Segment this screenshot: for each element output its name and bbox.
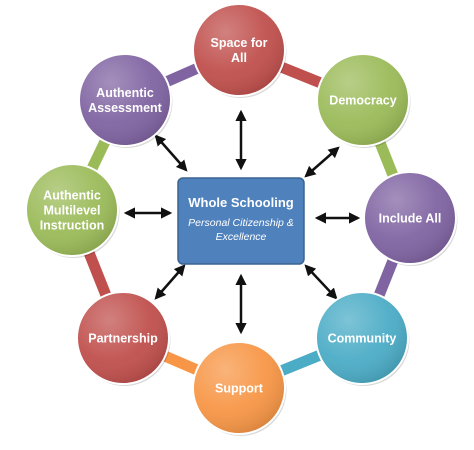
node-label: Include All — [379, 212, 442, 226]
node-label: Assessment — [88, 101, 162, 115]
node-label: Space for — [211, 36, 268, 50]
center-box: Whole Schooling Personal Citizenship & E… — [177, 177, 305, 265]
node-label: Instruction — [40, 219, 105, 233]
center-title: Whole Schooling — [188, 195, 293, 210]
center-subtitle-line2: Excellence — [216, 231, 267, 243]
node-label: All — [231, 51, 247, 65]
node-democracy: Democracy — [316, 53, 411, 148]
node-community: Community — [315, 291, 410, 386]
node-shine — [194, 5, 284, 95]
node-label: Support — [215, 382, 264, 396]
double-arrow-partnership — [154, 264, 186, 300]
node-label: Authentic — [43, 189, 101, 203]
arrows-group — [123, 109, 361, 335]
double-arrow-assessment — [154, 134, 188, 172]
node-label: Partnership — [88, 332, 158, 346]
node-shine — [365, 173, 455, 263]
node-label: Democracy — [329, 94, 396, 108]
node-shine — [318, 55, 408, 145]
node-shine — [317, 293, 407, 383]
double-arrow-democracy — [304, 146, 340, 178]
center-subtitle-line1: Personal Citizenship & — [188, 217, 294, 229]
node-shine — [194, 343, 284, 433]
node-include: Include All — [363, 171, 458, 266]
node-label: Authentic — [96, 86, 154, 100]
node-partnership: Partnership — [76, 291, 171, 386]
node-label: Community — [328, 332, 397, 346]
node-shine — [27, 165, 117, 255]
node-label: Multilevel — [44, 204, 101, 218]
double-arrow-community — [304, 264, 338, 300]
node-shine — [80, 55, 170, 145]
node-shine — [78, 293, 168, 383]
center-box-shape — [177, 177, 305, 265]
node-support: Support — [192, 341, 287, 436]
